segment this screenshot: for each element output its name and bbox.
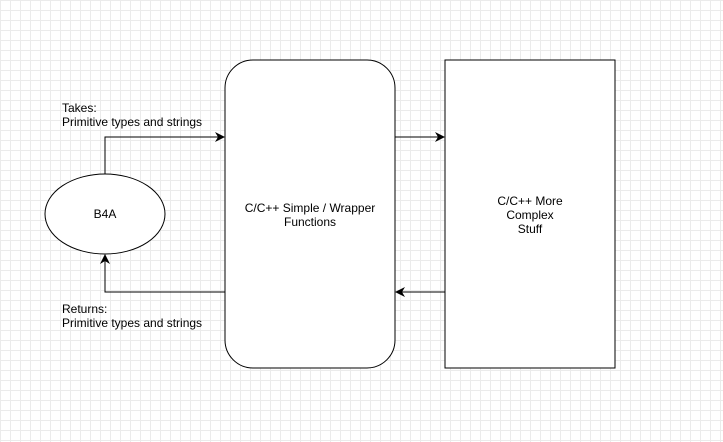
wrapper-functions-node <box>224 59 396 369</box>
wrapper-label-line-1: C/C++ Simple / Wrapper <box>244 201 376 215</box>
b4a-label: B4A <box>93 207 117 221</box>
wrapper-label-line-2: Functions <box>283 215 337 229</box>
complex-label-line-3: Stuff <box>517 222 543 236</box>
takes-arrow <box>104 132 225 174</box>
takes-label: Takes: Primitive types and strings <box>62 101 202 129</box>
returns-label: Returns: Primitive types and strings <box>62 302 202 330</box>
returns-arrow <box>100 254 225 293</box>
wrapper-label: C/C++ Simple / Wrapper Functions <box>245 201 376 229</box>
complex-label-line-1: C/C++ More <box>497 194 563 208</box>
returns-label-title: Returns: <box>62 302 108 316</box>
complex-label: C/C++ More Complex Stuff <box>497 194 562 236</box>
takes-label-title: Takes: <box>62 101 97 115</box>
returns-label-detail: Primitive types and strings <box>62 316 203 330</box>
complex-stuff-node <box>444 59 616 369</box>
takes-label-detail: Primitive types and strings <box>62 115 203 129</box>
complex-label-line-2: Complex <box>506 208 554 222</box>
